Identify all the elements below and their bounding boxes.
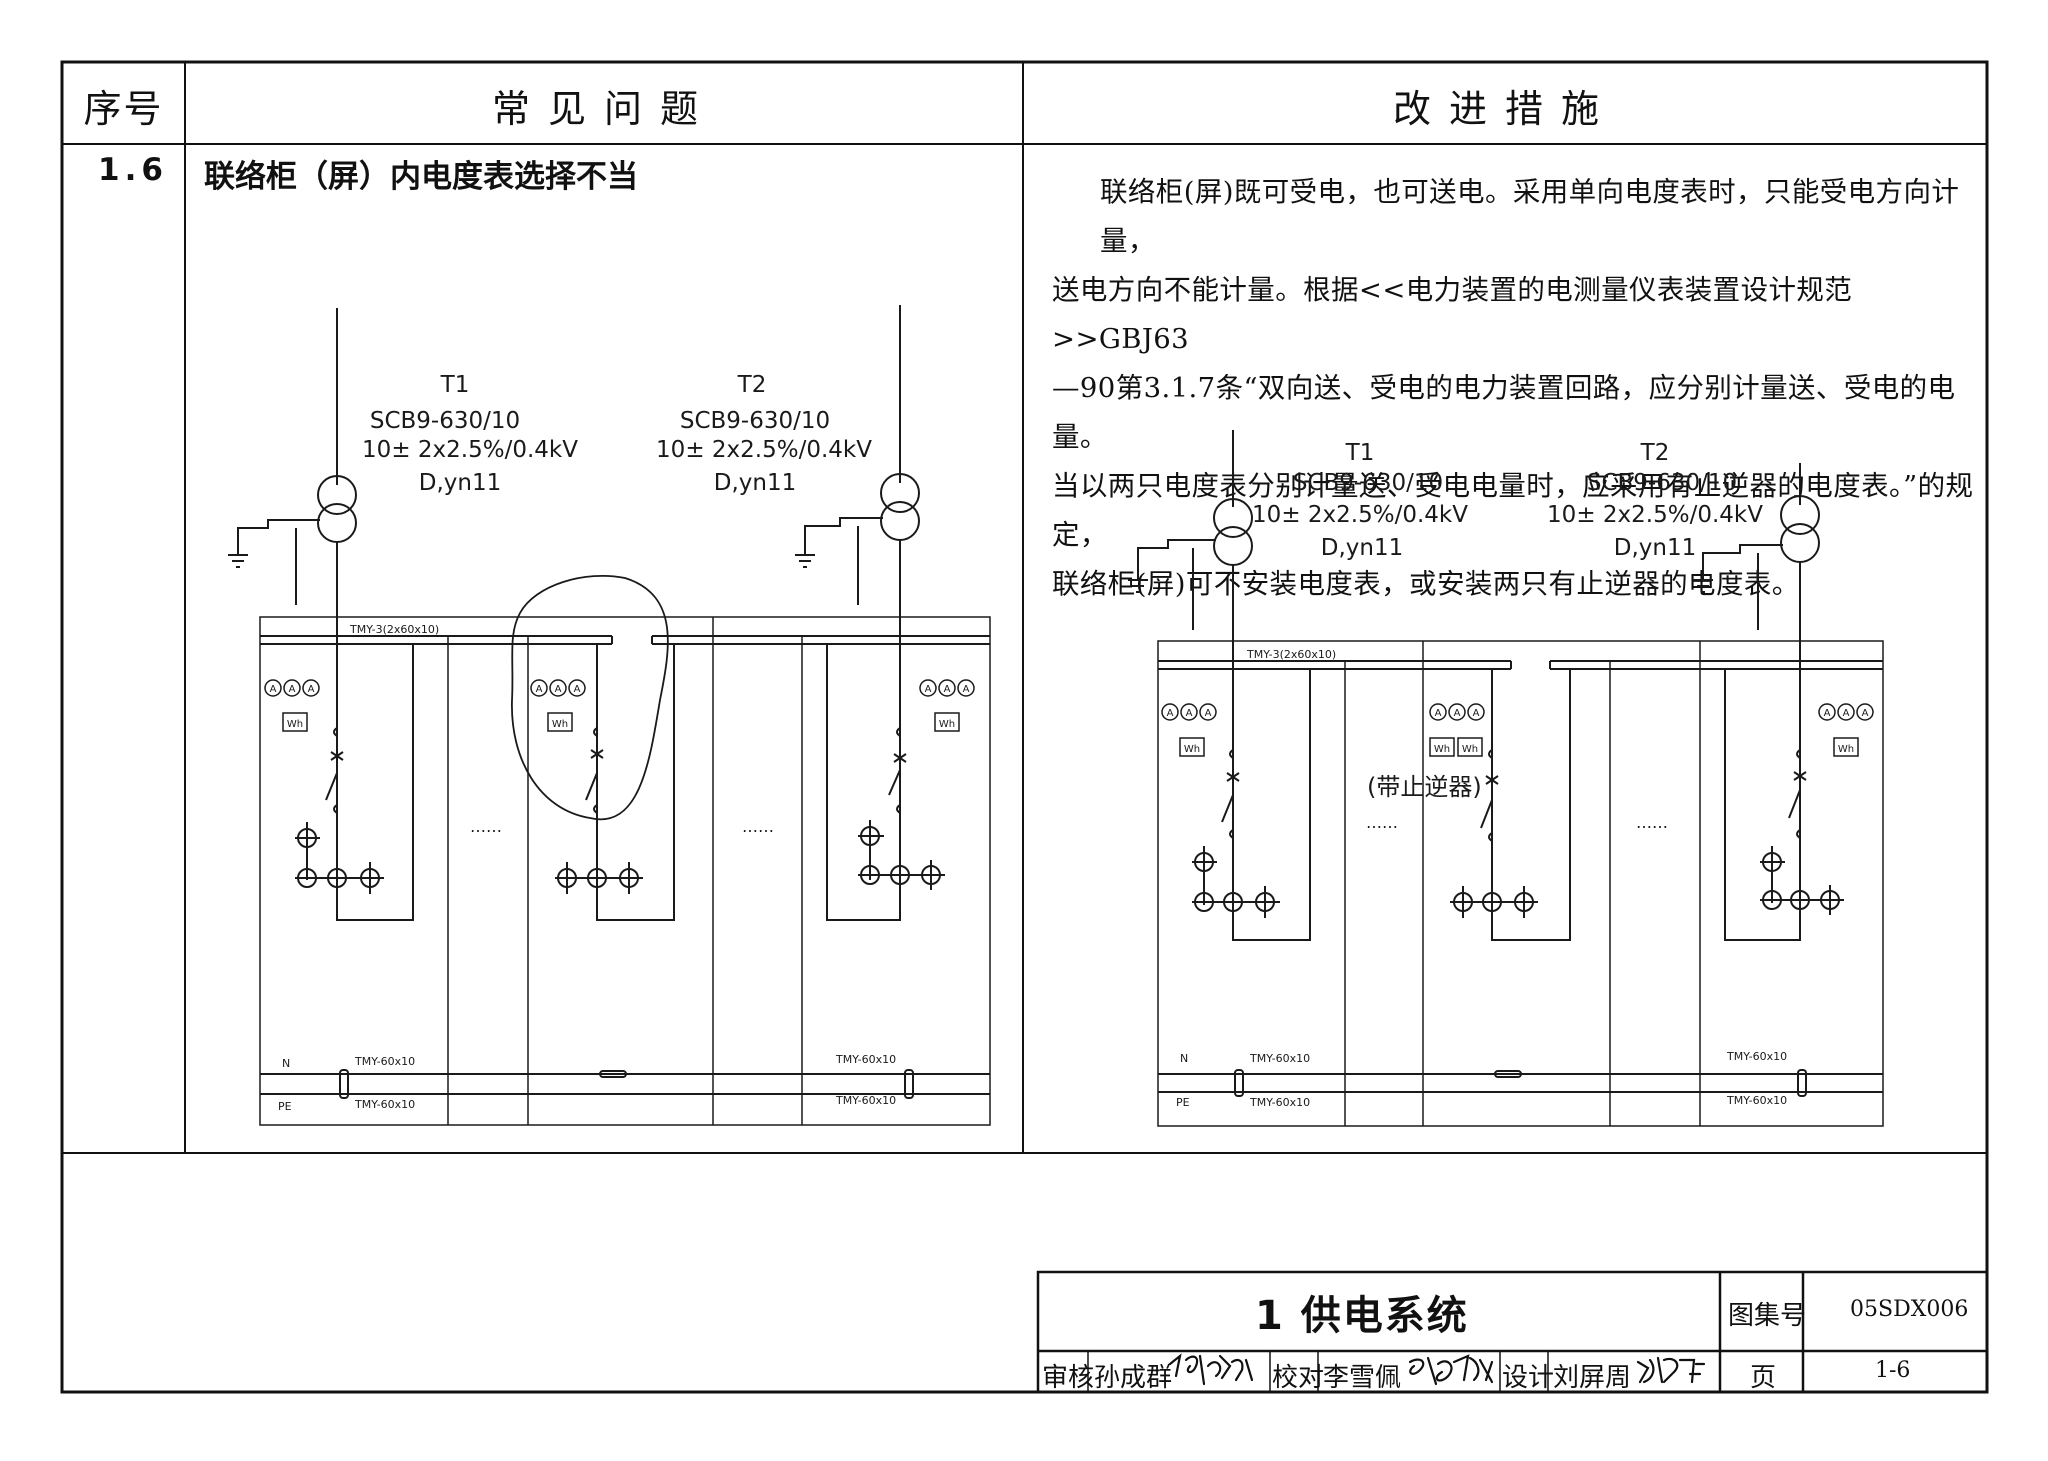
watt-hour-meter-icon: Wh — [939, 719, 955, 730]
ammeter-icon: A — [1205, 708, 1212, 719]
t2-vector: D,yn11 — [1614, 535, 1696, 561]
n-bus-label: TMY-60x10 — [354, 1055, 415, 1068]
t2-ratio: 10± 2x2.5%/0.4kV — [1547, 502, 1763, 528]
ammeter-icon: A — [1843, 708, 1850, 719]
n-label: N — [1180, 1052, 1188, 1065]
ammeter-icon: A — [536, 684, 543, 695]
t2-name: T2 — [737, 372, 767, 398]
pe-bus-label: TMY-60x10 — [1249, 1096, 1310, 1109]
page-number: 1-6 — [1875, 1358, 1911, 1383]
t2-model: SCB9-630/10 — [1587, 470, 1737, 496]
t1-ratio: 10± 2x2.5%/0.4kV — [362, 437, 578, 463]
page-label: 页 — [1750, 1363, 1777, 1393]
measure-paragraph: 联络柜(屏)既可受电，也可送电。采用单向电度表时，只能受电方向计量， 送电方向不… — [1052, 168, 1977, 609]
measure-line: 当以两只电度表分别计量送、受电电量时，应采用有止逆器的电度表。”的规定， — [1052, 470, 1974, 551]
t2-vector: D,yn11 — [714, 470, 796, 496]
pe-label: PE — [1176, 1096, 1190, 1109]
ammeter-icon: A — [270, 684, 277, 695]
ammeter-icon: A — [1473, 708, 1480, 719]
ammeter-icon: A — [1454, 708, 1461, 719]
n-bus-label: TMY-60x10 — [835, 1053, 896, 1066]
t1-model: SCB9-630/10 — [1293, 470, 1443, 496]
ellipsis: …… — [742, 817, 774, 836]
busbar-label: TMY-3(2x60x10) — [1246, 648, 1336, 661]
header-seq: 序号 — [83, 87, 164, 131]
measure-line: —90第3.1.7条“双向送、受电的电力装置回路，应分别计量送、受电的电量。 — [1052, 372, 1956, 453]
t2-ratio: 10± 2x2.5%/0.4kV — [656, 437, 872, 463]
watt-hour-meter-icon: Wh — [1434, 744, 1450, 755]
ammeter-icon: A — [925, 684, 932, 695]
ammeter-icon: A — [1862, 708, 1869, 719]
design-label: 设计 — [1502, 1363, 1555, 1393]
ellipsis: …… — [1366, 813, 1398, 832]
watt-hour-meter-icon: Wh — [287, 719, 303, 730]
header-measure: 改进措施 — [1392, 87, 1617, 131]
row-seq: 1.6 — [98, 152, 168, 188]
measure-line: 联络柜(屏)可不安装电度表，或安装两只有止逆器的电度表。 — [1052, 568, 1800, 600]
chapter-title: 1 供电系统 — [1255, 1293, 1469, 1339]
n-label: N — [282, 1057, 290, 1070]
pe-bus-label: TMY-60x10 — [835, 1094, 896, 1107]
t1-model: SCB9-630/10 — [370, 408, 520, 434]
t1-name: T1 — [1345, 440, 1375, 466]
t1-vector: D,yn11 — [419, 470, 501, 496]
t1-name: T1 — [440, 372, 470, 398]
t2-model: SCB9-630/10 — [680, 408, 830, 434]
watt-hour-meter-icon: Wh — [1838, 744, 1854, 755]
ellipsis: …… — [1636, 813, 1668, 832]
watt-hour-meter-icon: Wh — [1462, 744, 1478, 755]
atlas-number: 05SDX006 — [1850, 1297, 1969, 1322]
n-bus-label: TMY-60x10 — [1726, 1050, 1787, 1063]
problem-title: 联络柜（屏）内电度表选择不当 — [204, 159, 638, 195]
ammeter-icon: A — [963, 684, 970, 695]
reviewer-name: 孙成群 — [1094, 1363, 1173, 1393]
ammeter-icon: A — [574, 684, 581, 695]
ammeter-icon: A — [308, 684, 315, 695]
ammeter-icon: A — [1167, 708, 1174, 719]
signature-designer — [1636, 1356, 1706, 1384]
ammeter-icon: A — [555, 684, 562, 695]
measure-line: 送电方向不能计量。根据<<电力装置的电测量仪表装置设计规范>>GBJ63 — [1052, 274, 1853, 355]
signature-checker — [1408, 1354, 1494, 1386]
reverse-stop-label: (带止逆器) — [1367, 773, 1482, 801]
ellipsis: …… — [470, 817, 502, 836]
designer-name: 刘屏周 — [1553, 1363, 1632, 1393]
busbar-label: TMY-3(2x60x10) — [349, 623, 439, 636]
pe-bus-label: TMY-60x10 — [354, 1098, 415, 1111]
checker-name: 李雪佩 — [1323, 1363, 1402, 1393]
atlas-label: 图集号 — [1728, 1301, 1807, 1331]
ammeter-icon: A — [1824, 708, 1831, 719]
current-transformer-icon — [1192, 846, 1217, 905]
t2-name: T2 — [1640, 440, 1670, 466]
measure-line: 联络柜(屏)既可受电，也可送电。采用单向电度表时，只能受电方向计量， — [1100, 176, 1960, 257]
ammeter-icon: A — [1435, 708, 1442, 719]
ammeter-icon: A — [1186, 708, 1193, 719]
t1-ratio: 10± 2x2.5%/0.4kV — [1252, 502, 1468, 528]
pe-bus-label: TMY-60x10 — [1726, 1094, 1787, 1107]
watt-hour-meter-icon: Wh — [1184, 744, 1200, 755]
review-label: 审核 — [1042, 1363, 1095, 1393]
pe-label: PE — [278, 1100, 292, 1113]
ammeter-icon: A — [944, 684, 951, 695]
n-bus-label: TMY-60x10 — [1249, 1052, 1310, 1065]
check-label: 校对 — [1272, 1363, 1325, 1393]
signature-reviewer — [1168, 1353, 1254, 1386]
ammeter-icon: A — [289, 684, 296, 695]
watt-hour-meter-icon: Wh — [552, 719, 568, 730]
current-transformer-icon — [295, 822, 320, 880]
header-problem: 常见问题 — [491, 87, 716, 131]
t1-vector: D,yn11 — [1321, 535, 1403, 561]
